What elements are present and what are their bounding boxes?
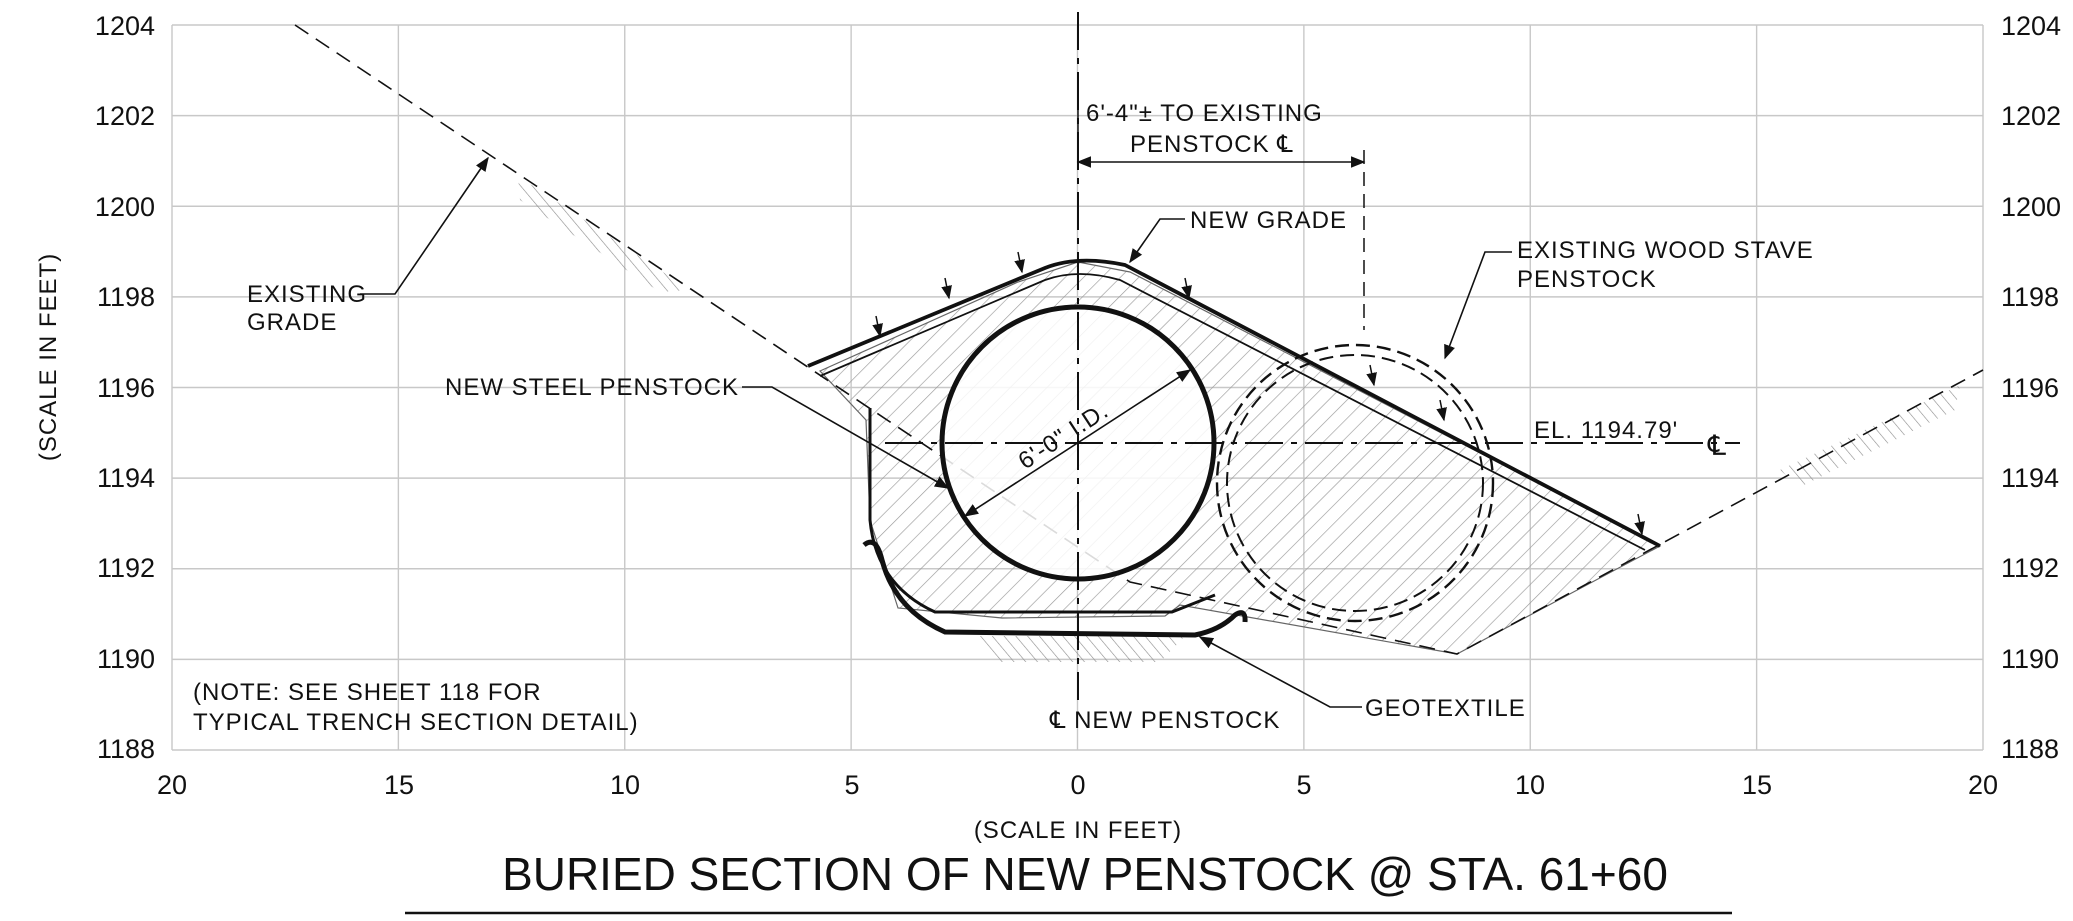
x-tick: 15 bbox=[384, 770, 414, 800]
existing-grade-leader bbox=[360, 156, 489, 295]
y-tick: 1204 bbox=[95, 11, 155, 41]
y-tick: 1190 bbox=[2001, 644, 2059, 674]
y-tick: 1200 bbox=[95, 192, 155, 222]
y-tick: 1190 bbox=[97, 644, 155, 674]
offset-dimension-label-line2: PENSTOCK ℄ bbox=[1130, 131, 1294, 158]
existing-wood-stave-penstock-inner bbox=[1226, 354, 1484, 612]
drawing-title: BURIED SECTION OF NEW PENSTOCK @ STA. 61… bbox=[502, 848, 1668, 900]
new-grade-label: NEW GRADE bbox=[1190, 207, 1347, 234]
existing-grade-hatch-right bbox=[1780, 385, 1960, 487]
y-tick: 1204 bbox=[2001, 11, 2061, 41]
note-line1: (NOTE: SEE SHEET 118 FOR bbox=[193, 679, 542, 706]
x-tick: 20 bbox=[157, 770, 187, 800]
y-tick: 1192 bbox=[97, 553, 155, 583]
y-tick: 1202 bbox=[95, 101, 155, 131]
geotextile-leader bbox=[1198, 636, 1362, 708]
note-line2: TYPICAL TRENCH SECTION DETAIL) bbox=[193, 709, 639, 736]
diameter-dimension-line bbox=[963, 369, 1192, 517]
y-tick: 1200 bbox=[2001, 192, 2061, 222]
x-tick: 20 bbox=[1968, 770, 1998, 800]
y-tick: 1194 bbox=[2001, 463, 2059, 493]
existing-grade-hatch-left bbox=[518, 176, 690, 292]
y-tick: 1198 bbox=[97, 282, 155, 312]
x-axis-ticks: 20 15 10 5 0 5 10 15 20 bbox=[157, 770, 1998, 800]
existing-grade-label-line1: EXISTING bbox=[247, 281, 367, 308]
y-axis-label: (SCALE IN FEET) bbox=[35, 253, 62, 461]
x-axis-label: (SCALE IN FEET) bbox=[974, 817, 1182, 844]
x-tick: 10 bbox=[610, 770, 640, 800]
y-axis-ticks-left: 1204 1202 1200 1198 1196 1194 1192 1190 … bbox=[95, 11, 155, 764]
y-tick: 1202 bbox=[2001, 101, 2061, 131]
geotextile-label: GEOTEXTILE bbox=[1365, 695, 1526, 722]
new-grade-subgrade-line bbox=[819, 273, 1646, 551]
y-tick: 1188 bbox=[2001, 734, 2059, 764]
new-grade-line bbox=[807, 258, 1661, 548]
y-axis-ticks-right: 1204 1202 1200 1198 1196 1194 1192 1190 … bbox=[2001, 11, 2061, 764]
x-tick: 10 bbox=[1515, 770, 1545, 800]
existing-wood-stave-penstock bbox=[1215, 343, 1495, 623]
grade-arrows bbox=[872, 251, 1645, 536]
wood-stave-label-line2: PENSTOCK bbox=[1517, 266, 1657, 293]
geotextile-line bbox=[862, 539, 1248, 638]
x-tick: 5 bbox=[844, 770, 859, 800]
offset-dimension-label-line1: 6'-4"± TO EXISTING bbox=[1086, 100, 1323, 127]
x-tick: 0 bbox=[1070, 770, 1085, 800]
y-tick: 1196 bbox=[2001, 373, 2059, 403]
steel-penstock-label: NEW STEEL PENSTOCK bbox=[445, 374, 739, 401]
wood-stave-leader bbox=[1444, 251, 1512, 360]
new-grade-leader bbox=[1129, 218, 1185, 264]
existing-grade-line bbox=[294, 24, 1984, 655]
steel-penstock-leader bbox=[742, 386, 950, 489]
y-tick: 1192 bbox=[2001, 553, 2059, 583]
wood-stave-label-line1: EXISTING WOOD STAVE bbox=[1517, 237, 1814, 264]
new-penstock-centerline-label: ℄ NEW PENSTOCK bbox=[1049, 707, 1280, 734]
x-tick: 5 bbox=[1296, 770, 1311, 800]
y-tick: 1196 bbox=[97, 373, 155, 403]
elevation-centerline-symbol: ℄ bbox=[1707, 430, 1727, 461]
y-tick: 1188 bbox=[97, 734, 155, 764]
y-tick: 1194 bbox=[97, 463, 155, 493]
elevation-label: EL. 1194.79' bbox=[1534, 417, 1678, 444]
existing-grade-label-line2: GRADE bbox=[247, 309, 337, 336]
x-tick: 15 bbox=[1742, 770, 1772, 800]
y-tick: 1198 bbox=[2001, 282, 2059, 312]
bedding-hatch bbox=[975, 636, 1185, 662]
trench-outline bbox=[868, 408, 1216, 614]
